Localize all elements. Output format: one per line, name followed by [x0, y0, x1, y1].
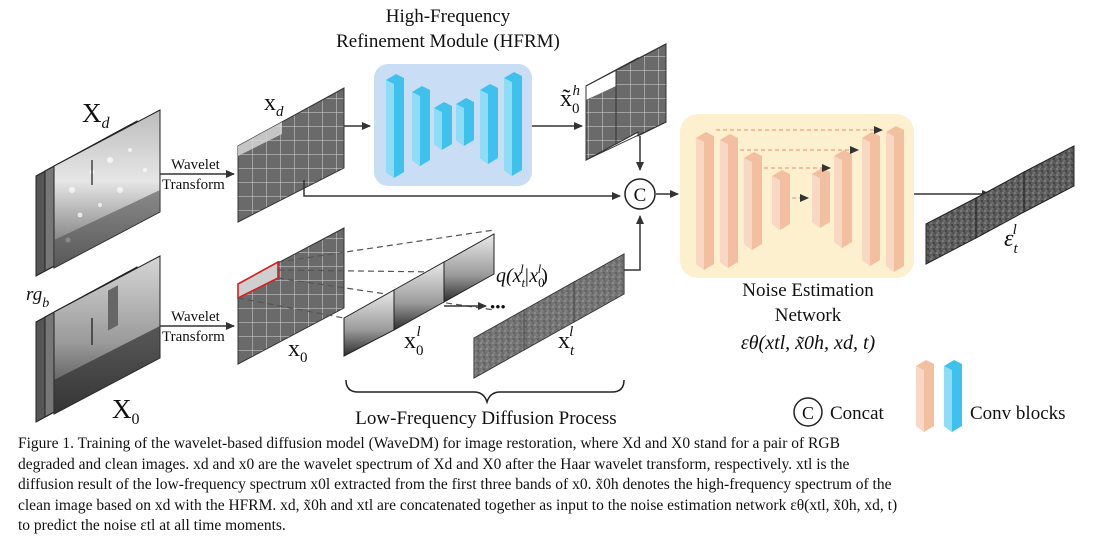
concat-node-symbol: C [634, 185, 647, 206]
xd-label: xd [264, 90, 284, 120]
wavedm-diagram: Xd X0 rgb Wavelet Transform Wavelet Tran… [26, 6, 1075, 432]
arrow-xtl-to-concat [624, 215, 644, 271]
noise-network-title-2: Network [775, 305, 842, 326]
concat-node [624, 178, 656, 210]
legend-concat-symbol: C [802, 403, 814, 423]
noise-network-title-1: Noise Estimation [742, 280, 874, 301]
hfrm-title-1: High-Frequency [386, 6, 511, 27]
projection-lines [237, 229, 495, 319]
lfdp-label: Low-Frequency Diffusion Process [355, 408, 616, 429]
xd-spectrum-grid [237, 87, 345, 223]
wavelet-label-top-1: Wavelet [171, 157, 221, 173]
x0-spectrum-grid [237, 227, 345, 365]
caption-line-4: clean image based on xd with the HFRM. x… [18, 496, 898, 514]
diffusion-brace [345, 379, 625, 405]
xtl-label: xtl [558, 324, 575, 359]
caption-line-1: Figure 1. Training of the wavelet-based … [18, 435, 840, 452]
legend-concat-icon [793, 397, 823, 427]
hfrm-conv-blocks [386, 72, 522, 178]
x0l-label: x0l [404, 324, 424, 359]
caption-line-2: degraded and clean images. xd and x0 are… [18, 455, 850, 473]
wavelet-label-top-2: Transform [162, 177, 225, 193]
wavelet-label-bottom-2: Transform [162, 329, 225, 345]
degraded-image-stack [35, 109, 161, 277]
hfrm-title-2: Refinement Module (HFRM) [336, 31, 560, 52]
legend-conv-icon [916, 360, 962, 432]
noise-network-box [680, 114, 914, 278]
wavelet-label-bottom-1: Wavelet [171, 309, 221, 325]
xtl-strip [473, 253, 625, 379]
noise-network-formula: εθ(xtl, x̃0h, xd, t) [741, 332, 876, 354]
legend-conv-label: Conv blocks [970, 403, 1066, 424]
figure-caption: Figure 1. Training of the wavelet-based … [18, 434, 1086, 537]
epsilon-label: εtl [1004, 222, 1018, 257]
degraded-image-label: Xd [82, 98, 111, 132]
skip-connections [716, 126, 883, 202]
x0h-spectrum-grid [585, 43, 667, 161]
legend-concat-label: Concat [830, 403, 885, 424]
x0l-strip [343, 233, 495, 357]
clean-image-label: X0 [112, 394, 140, 428]
caption-line-3: diffusion result of the low-frequency sp… [18, 476, 892, 493]
output-noise-strip [925, 145, 1075, 265]
ellipsis-dots: ••• [490, 300, 506, 316]
x0h-label: x̃0h [560, 83, 580, 117]
caption-line-5: to predict the noise εtl at all time mom… [18, 517, 286, 534]
side-label: rgb [26, 284, 49, 311]
clean-image-stack [35, 255, 161, 423]
noise-network-conv-blocks [696, 126, 904, 272]
arrow-xd-to-concat [303, 180, 621, 200]
x0-label: x0 [288, 336, 308, 366]
q-expression: q(xtl|x0l) [496, 261, 548, 290]
